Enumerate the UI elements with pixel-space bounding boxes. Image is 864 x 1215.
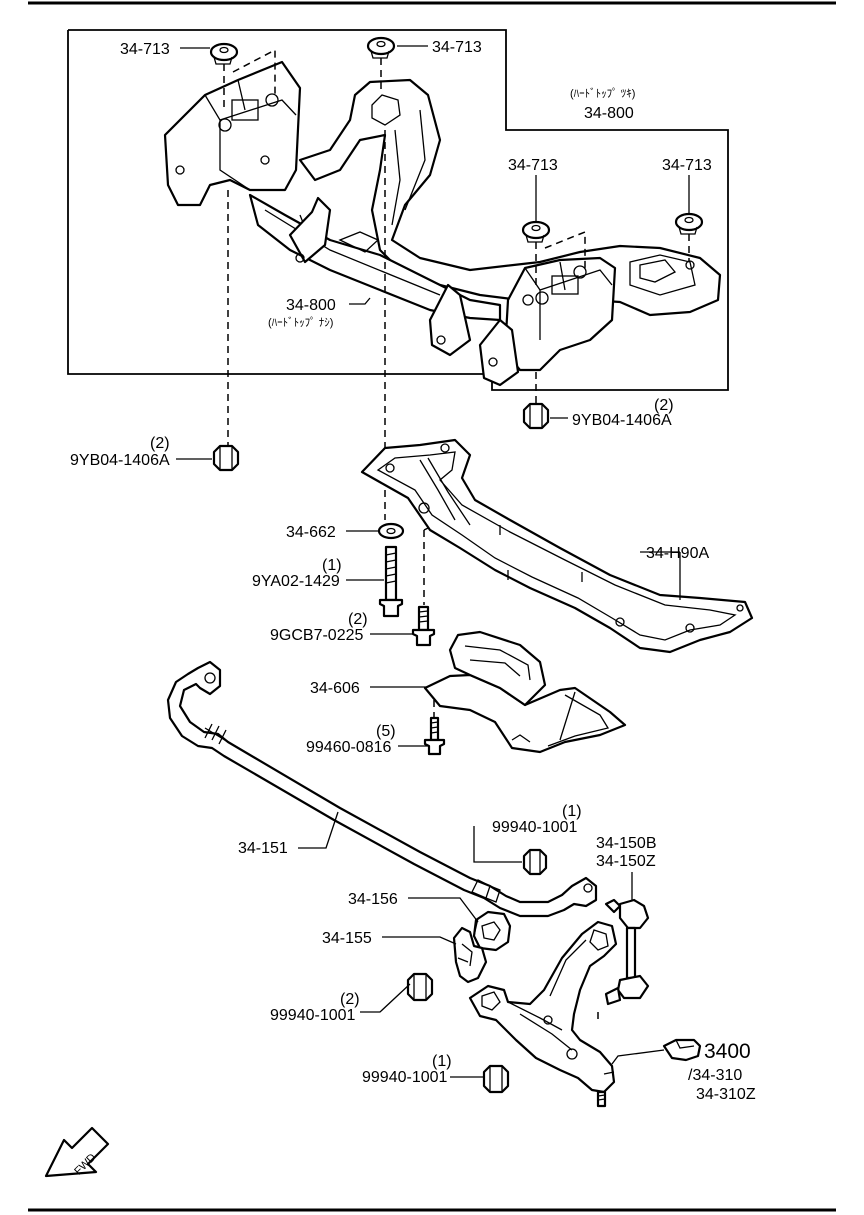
assembly-frame (67, 29, 729, 391)
label-nut-lower-qty: (1) (432, 1053, 452, 1070)
label-nut-upper: 99940-1001 (492, 819, 578, 836)
label-nut-right: 9YB04-1406A (572, 412, 672, 429)
part-labels: 34-713 34-713 (ﾊｰﾄﾞﾄｯﾌﾟ ﾂｷ) 34-800 34-71… (70, 39, 756, 1103)
flange-nut-right[interactable] (522, 402, 550, 430)
label-bolt-short-qty: (2) (348, 611, 368, 628)
label-mount-top-center: 34-713 (432, 39, 482, 56)
label-frame-top: 34-800 (584, 105, 634, 122)
label-crossmember: 34-H90A (646, 545, 709, 562)
label-washer: 34-662 (286, 524, 336, 541)
label-nut-lower: 99940-1001 (362, 1069, 448, 1086)
bracket-34-606[interactable] (423, 630, 627, 754)
mount-washer-top-left[interactable] (209, 42, 239, 65)
nut-mid[interactable] (406, 972, 434, 1002)
washer-34-662[interactable] (377, 522, 405, 540)
label-bushing: 34-156 (348, 891, 398, 908)
label-screw-qty: (5) (376, 723, 396, 740)
label-nut-upper-qty: (1) (562, 803, 582, 820)
mount-washer-top-center[interactable] (366, 36, 396, 59)
label-bolt-short: 9GCB7-0225 (270, 627, 363, 644)
lower-control-arm[interactable] (468, 920, 618, 1108)
bolt-short[interactable] (411, 605, 436, 647)
crossmember-34-H90A[interactable] (360, 438, 754, 654)
label-nut-right-qty: (2) (654, 397, 674, 414)
label-mount-top-left: 34-713 (120, 41, 170, 58)
label-mount-right-b: 34-713 (662, 157, 712, 174)
label-hardtop-note-left: (ﾊｰﾄﾞﾄｯﾌﾟ ﾅｼ) (268, 316, 333, 329)
label-clamp: 34-155 (322, 930, 372, 947)
label-nut-left-qty: (2) (150, 435, 170, 452)
label-bracket: 34-606 (310, 680, 360, 697)
label-screw: 99460-0816 (306, 739, 392, 756)
screw-99460-0816[interactable] (423, 716, 446, 756)
label-link-a: 34-150B (596, 835, 657, 852)
leader-lines (176, 45, 690, 1078)
subframe-34-800[interactable] (163, 60, 722, 387)
label-arm-ref[interactable]: 3400 (704, 1040, 751, 1063)
label-arm-a: /34-310 (688, 1067, 742, 1084)
label-bolt-long-qty: (1) (322, 557, 342, 574)
label-arm-b: 34-310Z (696, 1086, 756, 1103)
label-nut-mid-qty: (2) (340, 991, 360, 1008)
stabilizer-bar-34-151[interactable] (166, 660, 598, 918)
fwd-arrow-icon: FWD (44, 1126, 110, 1178)
label-mount-right-a: 34-713 (508, 157, 558, 174)
label-stabilizer: 34-151 (238, 840, 288, 857)
mount-washer-right-b[interactable] (674, 212, 704, 235)
bolt-long[interactable] (378, 545, 404, 618)
clamp-34-155[interactable] (452, 926, 488, 984)
nut-upper[interactable] (522, 848, 548, 876)
label-frame-left: 34-800 (286, 297, 336, 314)
stabilizer-link[interactable] (604, 898, 650, 1006)
label-nut-left: 9YB04-1406A (70, 452, 170, 469)
label-hardtop-note-top: (ﾊｰﾄﾞﾄｯﾌﾟ ﾂｷ) (570, 87, 635, 100)
flange-nut-left[interactable] (212, 444, 240, 472)
pointing-hand-icon (662, 1038, 702, 1062)
mount-washer-right-a[interactable] (521, 220, 551, 243)
bushing-34-156[interactable] (472, 910, 512, 952)
label-nut-mid: 99940-1001 (270, 1007, 356, 1024)
label-link-b: 34-150Z (596, 853, 656, 870)
label-bolt-long: 9YA02-1429 (252, 573, 340, 590)
nut-lower[interactable] (482, 1064, 510, 1094)
